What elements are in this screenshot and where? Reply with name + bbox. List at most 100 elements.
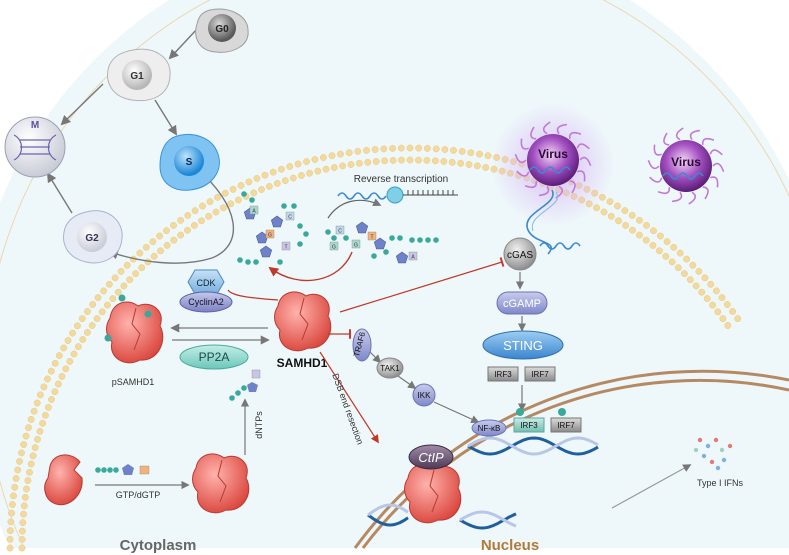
nucleotide-sugar [373,237,387,250]
type-i-ifn-particles [693,437,733,471]
nucleotide-base [285,211,295,221]
membrane-bead [26,468,33,476]
virus-spike [556,123,567,135]
membrane-bead [88,322,96,329]
membrane-bead [476,150,483,158]
samhd1-active [192,453,250,514]
ifn-particle [701,453,707,459]
virus-entering: Virus [491,103,615,227]
membrane-bead [380,145,388,153]
membrane-bead [184,226,191,234]
irf3-nuclear-label: IRF3 [520,421,538,430]
membrane-bead [16,457,23,465]
membrane-bead [674,264,682,272]
membrane-bead [629,226,636,234]
membrane-bead [363,146,370,154]
irf7-cytoplasm: IRF7 [524,366,556,382]
psamhd1-label: pSAMHD1 [112,377,155,387]
membrane-bead [157,247,165,255]
virus-spike [530,126,537,140]
membrane-bead [48,396,55,403]
dntp-chain [229,369,261,401]
samhd1-inhibits-cgas [339,257,505,313]
phosphate-bead [425,237,431,243]
membrane-bead [681,270,688,277]
membrane-bead [177,216,185,224]
membrane-bead [415,156,422,164]
membrane-bead [458,147,466,155]
dna-helices [367,436,599,530]
virus-label-1: Virus [538,147,568,161]
membrane-bead [734,315,742,322]
membrane-bead [111,274,119,282]
ifn-particle [705,443,711,449]
ikk-label: IKK [418,391,432,400]
ctip-label: CtIP [418,450,444,465]
membrane-bead [656,247,663,255]
membrane-bead [250,189,258,197]
membrane-bead [423,156,431,164]
membrane-bead [44,375,51,383]
membrane-bead [8,501,16,508]
membrane-bead [467,149,475,157]
membrane-bead [607,212,615,220]
membrane-bead [69,329,77,337]
nucleotide-sugar [122,464,134,475]
virus-spike [657,186,671,195]
membrane-bead [42,411,49,419]
membrane-bead [45,403,52,411]
membrane-bead [51,388,59,396]
membrane-bead [123,261,131,269]
membrane-bead [93,315,101,322]
virus-spike [710,176,719,188]
g2-label: G2 [85,233,99,244]
phosphate-bead [245,259,251,265]
nucleotide-base [408,251,418,261]
phosphate-bead [277,259,283,265]
membrane-bead [79,336,87,343]
membrane-bead [614,202,621,210]
phosphate-bead [297,241,303,247]
membrane-bead [709,301,716,309]
membrane-bead [55,380,62,388]
membrane-bead [347,161,355,168]
membrane-bead [229,185,237,193]
cgas-protein: cGAS [503,237,537,271]
nucleotide-base-letter: T [370,235,373,241]
membrane-bead [431,157,439,165]
membrane-bead [39,419,46,427]
nucleotide-base-letter: G [268,233,272,239]
membrane-bead [642,236,650,244]
membrane-bead [322,165,330,173]
membrane-bead [89,301,97,308]
membrane-bead [94,294,102,301]
membrane-bead [18,544,26,552]
membrane-bead [689,261,697,269]
membrane-bead [724,322,732,329]
membrane-bead [636,216,643,224]
g2-cell: G2 [63,210,123,264]
nfkb-factor: NF-κB [471,419,507,437]
virus-spike [702,186,709,200]
membrane-bead [27,460,35,468]
membrane-bead [314,167,322,175]
s-phase-cell: S [159,134,220,191]
traf6-protein: TRAF6 [352,328,372,362]
membrane-bead [354,147,362,155]
membrane-bead [600,208,608,216]
membrane-bead [328,152,336,160]
dna-strand [467,436,599,456]
membrane-bead [683,255,690,263]
nucleotide-base-letter: G [354,243,358,249]
membrane-bead [277,165,285,173]
membrane-bead [482,164,490,171]
virus-spike [688,191,697,205]
membrane-bead [245,178,253,186]
dna-strand [467,436,599,456]
membrane-bead [337,150,344,158]
membrane-bead [355,159,363,167]
dna-strand [459,510,517,528]
membrane-bead [473,162,481,170]
pp2a-protein: PP2A [179,344,249,370]
membrane-bead [64,337,72,344]
